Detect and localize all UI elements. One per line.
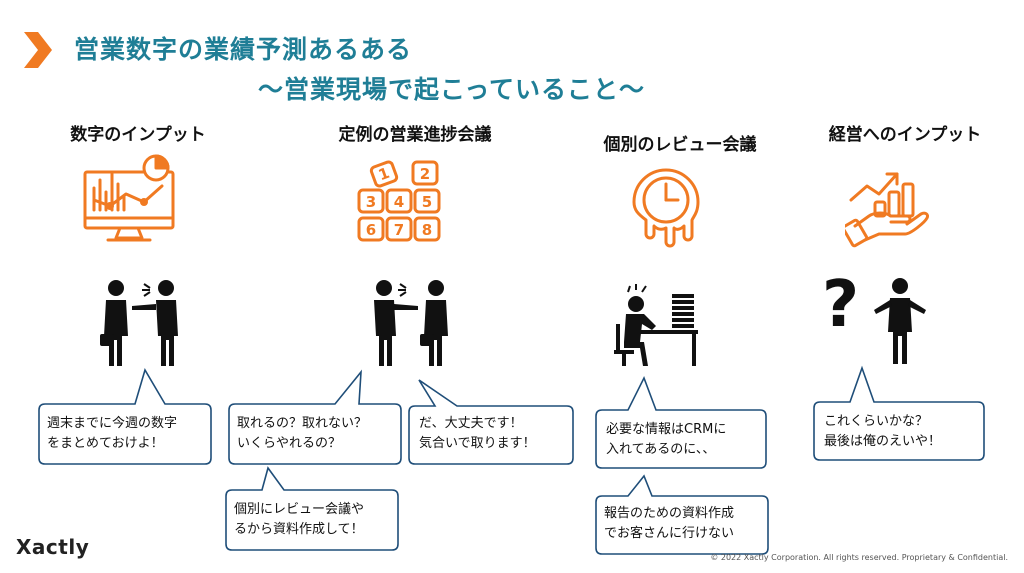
dashboard-monitor-icon (83, 154, 175, 242)
speech-bubble: 個別にレビュー会議や るから資料作成して！ (222, 466, 402, 552)
speech-bubble: だ、大丈夫です！ 気合いで取ります！ (405, 378, 577, 468)
bubble-line: 必要な情報はCRMに (606, 422, 727, 437)
block-digit: 1 (376, 164, 392, 184)
bubble-line: 取れるの？取れない？ (237, 416, 368, 431)
bubble-line: これくらいかな？ (824, 414, 929, 429)
block-digit: 2 (420, 165, 430, 183)
column-heading-management-input: 経営へのインプット (828, 125, 982, 145)
speech-bubble: 週末までに今週の数字 をまとめておけよ！ (35, 368, 215, 468)
bubble-line: 入れてあるのに、、 (606, 442, 716, 457)
number-blocks-icon: 1 2 3 4 5 6 7 8 (357, 160, 441, 242)
bubble-line: 最後は俺のえいや！ (824, 434, 942, 449)
bubble-line: 気合いで取ります！ (419, 436, 536, 451)
bubble-line: でお客さんに行けない (604, 526, 735, 541)
stressed-worker-illustration (614, 284, 698, 366)
xactly-logo: Xactly (16, 535, 90, 559)
block-digit: 5 (422, 193, 432, 211)
boss-scolding-illustration (100, 280, 178, 366)
bubble-line: いくらやれるの？ (237, 436, 342, 451)
bubble-line: 個別にレビュー会議や (234, 502, 365, 517)
bubble-line: 報告のための資料作成 (604, 506, 735, 521)
growth-hand-icon (845, 172, 929, 248)
block-digit: 6 (366, 221, 376, 239)
page-subtitle: ～営業現場で起こっていること～ (258, 75, 646, 104)
manager-shrugging-illustration (874, 278, 926, 364)
column-heading-progress-meeting: 定例の営業進捗会議 (338, 125, 492, 145)
bubble-line: だ、大丈夫です！ (419, 416, 523, 431)
melting-clock-icon (632, 168, 700, 248)
speech-bubble: 報告のための資料作成 でお客さんに行けない (592, 474, 772, 556)
copyright-text: © 2022 Xactly Corporation. All rights re… (710, 553, 1008, 562)
speech-bubble: これくらいかな？ 最後は俺のえいや！ (810, 365, 988, 464)
question-mark: ? (822, 268, 860, 342)
column-heading-review-meeting: 個別のレビュー会議 (603, 135, 757, 155)
block-digit: 8 (422, 221, 432, 239)
block-digit: 3 (366, 193, 376, 211)
boss-scolding-illustration (374, 280, 448, 366)
speech-bubble: 必要な情報はCRMに 入れてあるのに、、 (592, 376, 770, 472)
column-heading-number-input: 数字のインプット (70, 125, 206, 145)
bubble-line: をまとめておけよ！ (47, 436, 164, 451)
page-title: 営業数字の業績予測あるある (74, 35, 413, 64)
bubble-line: るから資料作成して！ (234, 522, 364, 537)
chevron-right-icon (24, 32, 52, 68)
speech-bubble: 取れるの？取れない？ いくらやれるの？ (225, 369, 405, 470)
bubble-line: 週末までに今週の数字 (47, 416, 178, 431)
block-digit: 4 (394, 193, 404, 211)
block-digit: 7 (394, 221, 404, 239)
